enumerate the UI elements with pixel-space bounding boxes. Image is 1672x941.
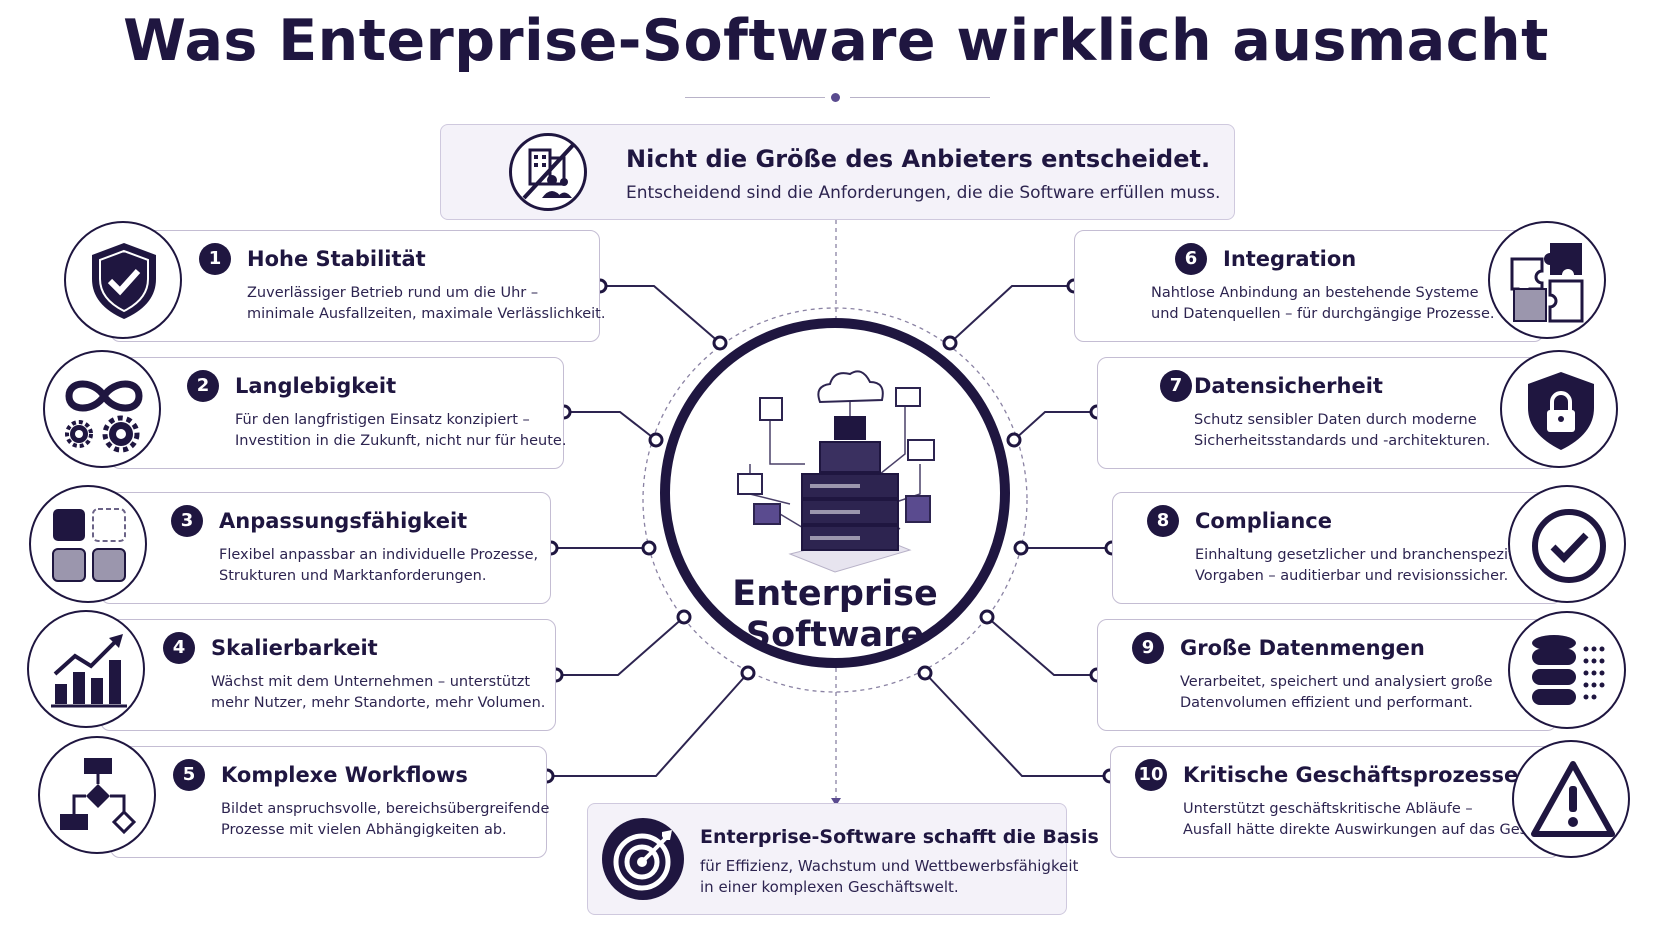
card-desc-line1: Nahtlose Anbindung an bestehende Systeme [1151,285,1479,301]
badge-8: 8 [1147,505,1179,537]
warning-triangle-icon [1512,740,1630,858]
card-title: Kritische Geschäftsprozesse [1183,763,1519,787]
connector-7 [1013,411,1097,441]
card-title: Hohe Stabilität [247,247,426,271]
top-subtext: Entscheidend sind die Anforderungen, die… [626,183,1221,203]
card-title: Große Datenmengen [1180,636,1425,660]
check-circle-icon [1508,485,1626,603]
connector-9 [986,616,1097,676]
database-icon [1508,611,1626,729]
infinity-gears-icon [43,350,161,468]
card-desc-line1: Unterstützt geschäftskritische Abläufe – [1183,801,1473,817]
top-heading: Nicht die Größe des Anbieters entscheide… [626,145,1211,173]
feature-card-3: 3 Anpassungsfähigkeit Flexibel anpassbar… [100,492,551,604]
hub-line2: Software [745,615,925,655]
card-desc-line1: Bildet anspruchsvolle, bereichsübergreif… [221,801,550,817]
card-title: Langlebigkeit [235,374,397,398]
card-title: Skalierbarkeit [211,636,378,660]
card-desc-line2: Datenvolumen effizient und performant. [1180,695,1473,711]
card-desc-line2: Ausfall hätte direkte Auswirkungen auf d… [1183,822,1569,838]
connector-2 [564,411,657,441]
bottom-conclusion-box: Enterprise-Software schafft die Basis fü… [587,803,1099,915]
card-desc-line1: Schutz sensibler Daten durch moderne [1194,412,1477,428]
no-large-vendor-icon [509,133,587,211]
enterprise-software-hub: Enterprise Software [660,318,1010,668]
connector-4 [556,616,685,676]
feature-card-2: 2 Langlebigkeit Für den langfristigen Ei… [110,357,567,469]
feature-card-4: 4 Skalierbarkeit Wächst mit dem Unterneh… [100,619,556,731]
hub-line1: Enterprise [732,574,938,614]
card-desc-line2: Vorgaben – auditierbar und revisionssich… [1195,568,1509,584]
card-desc-line2: Sicherheitsstandards und -architekturen. [1194,433,1491,449]
page-title: Was Enterprise-Software wirklich ausmach… [123,8,1549,74]
card-desc-line2: Investition in die Zukunft, nicht nur fü… [235,433,567,449]
card-title: Anpassungsfähigkeit [219,509,468,533]
feature-card-5: 5 Komplexe Workflows Bildet anspruchsvol… [110,746,550,858]
feature-card-1: 1 Hohe Stabilität Zuverlässiger Betrieb … [110,230,605,342]
puzzle-icon [1488,221,1606,339]
card-desc-line1: Flexibel anpassbar an individuelle Proze… [219,547,539,563]
bottom-heading: Enterprise-Software schafft die Basis [700,826,1099,848]
connector-5 [547,672,749,777]
bottom-line2: in einer komplexen Geschäftswelt. [700,878,959,896]
badge-4: 4 [163,632,195,664]
connector-1 [600,285,721,344]
card-title: Compliance [1195,509,1332,533]
card-title: Datensicherheit [1194,374,1383,398]
target-icon [602,818,684,900]
connector-10 [924,672,1110,777]
badge-3: 3 [171,505,203,537]
feature-card-10: 10 Kritische Geschäftsprozesse Unterstüt… [1110,746,1568,858]
badge-9: 9 [1132,632,1164,664]
modular-blocks-icon [29,485,147,603]
hub-label: Enterprise Software [670,574,1000,656]
card-desc-line1: Für den langfristigen Einsatz konzipiert… [235,412,530,428]
growth-chart-icon [27,610,145,728]
shield-check-icon [64,221,182,339]
badge-1: 1 [199,243,231,275]
card-desc-line2: minimale Ausfallzeiten, maximale Verläss… [247,306,606,322]
card-title: Integration [1223,247,1357,271]
feature-card-9: 9 Große Datenmengen Verarbeitet, speiche… [1097,619,1557,731]
flowchart-icon [38,736,156,854]
card-desc-line1: Zuverlässiger Betrieb rund um die Uhr – [247,285,539,301]
feature-card-7: 7 Datensicherheit Schutz sensibler Daten… [1097,357,1557,469]
feature-card-6: 6 Integration Nahtlose Anbindung an best… [1074,230,1544,342]
card-desc-line1: Wächst mit dem Unternehmen – unterstützt [211,674,531,690]
badge-10: 10 [1135,759,1167,791]
server-cloud-network-icon [737,370,935,573]
bottom-line1: für Effizienz, Wachstum und Wettbewerbsf… [700,857,1079,875]
top-statement-box: Nicht die Größe des Anbieters entscheide… [440,124,1235,220]
badge-7: 7 [1160,370,1192,402]
badge-2: 2 [187,370,219,402]
card-desc-line2: mehr Nutzer, mehr Standorte, mehr Volume… [211,695,546,711]
shield-lock-icon [1500,350,1618,468]
card-desc-line1: Verarbeitet, speichert und analysiert gr… [1180,674,1493,690]
card-title: Komplexe Workflows [221,763,468,787]
card-desc-line2: Strukturen und Marktanforderungen. [219,568,487,584]
title-divider [685,93,990,102]
connector-6 [949,285,1074,344]
card-desc-line2: Prozesse mit vielen Abhängigkeiten ab. [221,822,507,838]
card-desc-line2: und Datenquellen – für durchgängige Proz… [1151,306,1495,322]
badge-5: 5 [173,759,205,791]
feature-card-8: 8 Compliance Einhaltung gesetzlicher und… [1112,492,1562,604]
badge-6: 6 [1175,243,1207,275]
card-desc-line1: Einhaltung gesetzlicher und branchenspez… [1195,547,1557,563]
